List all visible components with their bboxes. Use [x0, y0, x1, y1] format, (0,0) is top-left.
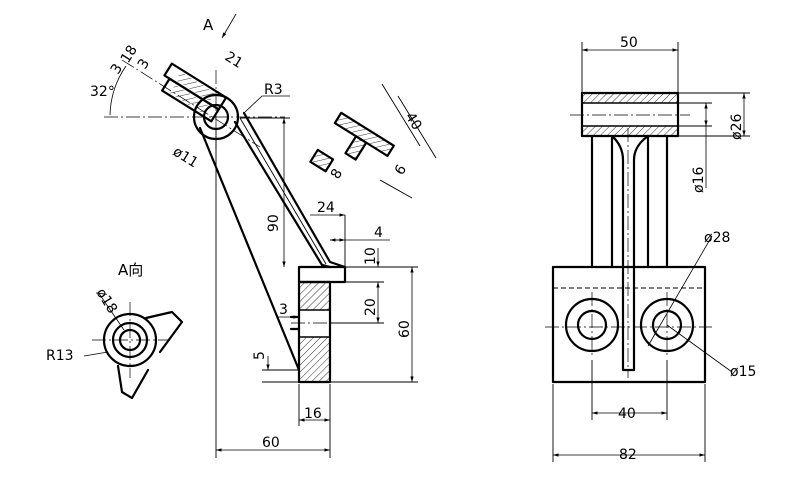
aux-leader-r13: [83, 351, 109, 357]
dim-8-rib: 8: [328, 166, 346, 182]
dim-40-holes: 40: [618, 406, 636, 422]
aux-leader-d18: [97, 291, 125, 331]
dim-3-top: 3: [108, 61, 126, 77]
dim-r3: R3: [264, 82, 283, 98]
dim-24: 24: [317, 200, 335, 216]
top-boss: [580, 91, 680, 138]
top-boss-hatch-top: [583, 94, 677, 103]
dim-3-side: 3: [279, 302, 288, 318]
dim-10: 10: [363, 247, 379, 265]
view-arrow-label: A: [203, 16, 214, 34]
dim-dia-18: ø18: [93, 286, 121, 317]
dim-60-w: 60: [262, 435, 280, 451]
dim-21: 21: [222, 49, 246, 72]
side-base: [551, 265, 707, 384]
dim-dia-11: ø11: [170, 144, 201, 172]
center-rib: [610, 134, 650, 372]
dim-dia-28: ø28: [704, 230, 730, 246]
side-view: [545, 91, 712, 384]
front-view: [104, 59, 347, 384]
rib-section: [309, 111, 395, 173]
dim-82: 82: [619, 447, 637, 463]
aux-arm-upper: [144, 310, 184, 354]
inclined-arm-rib: [233, 120, 332, 269]
dim-6-rib: 6: [392, 162, 410, 178]
dim-40-rib: 40: [402, 110, 425, 134]
dim-dia-16: ø16: [691, 167, 707, 193]
top-lever: [161, 62, 228, 123]
dim-50: 50: [620, 35, 638, 51]
base-counterbore: [298, 309, 331, 338]
view-arrow-a: A: [203, 13, 237, 39]
front-dimensions: [109, 65, 437, 458]
inclined-arm-rib-2: [239, 117, 327, 265]
base-hatch-top: [300, 283, 329, 310]
dimension-texts: 18 3 3 21 32° ø11 R3 40 8 6 90 24 4 10 3…: [46, 35, 756, 463]
aux-view-title: A向: [118, 261, 143, 279]
dim-5: 5: [252, 351, 268, 360]
dim-32-angle: 32°: [90, 84, 115, 100]
dim-20: 20: [363, 298, 379, 316]
dim-dia-26: ø26: [729, 114, 745, 140]
inclined-arm-outer: [198, 126, 301, 372]
base-block: [297, 265, 347, 284]
lever-centerline: [121, 59, 261, 148]
aux-arm-lower: [116, 364, 150, 400]
top-boss-hatch-bottom: [583, 126, 677, 135]
dim-90: 90: [266, 214, 282, 232]
dim-16: 16: [304, 406, 322, 422]
dim-60-h: 60: [397, 320, 413, 338]
aux-view-a: A向: [83, 261, 184, 400]
dim-r13: R13: [46, 348, 74, 364]
dim-dia-15: ø15: [730, 364, 756, 380]
side-dimensions: [552, 42, 750, 462]
dim-4: 4: [374, 225, 383, 241]
inclined-arm-inner: [242, 111, 347, 269]
base-hatch-bottom: [300, 337, 329, 381]
